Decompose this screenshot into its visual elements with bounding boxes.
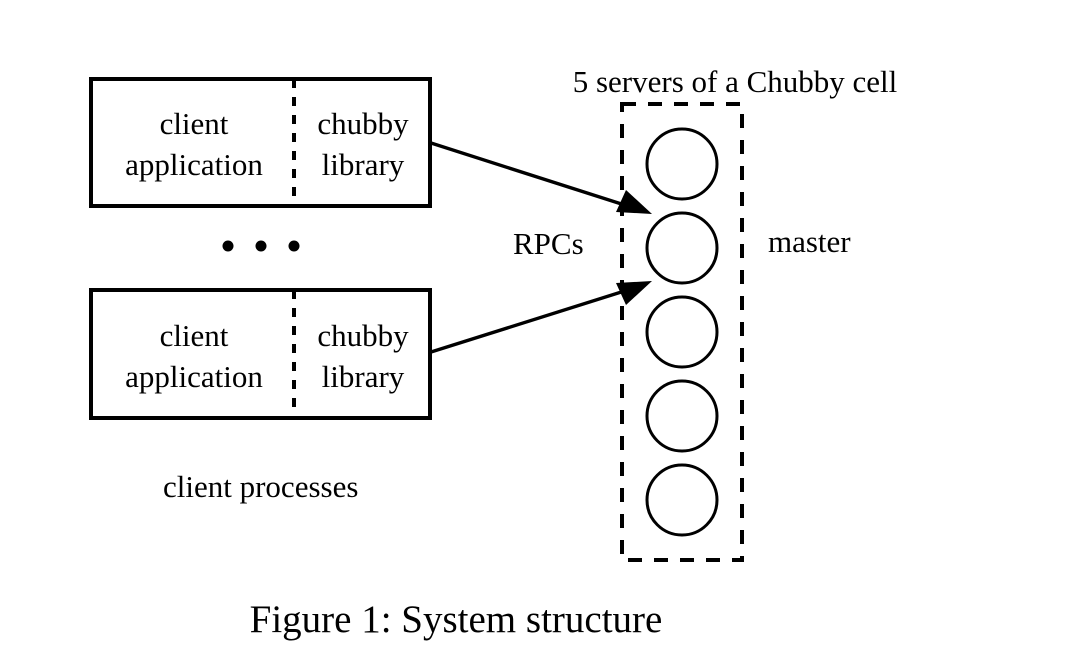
ellipsis-dot-3 [288, 240, 300, 252]
ellipsis-dot-1 [222, 240, 234, 252]
chubby-cell-title: 5 servers of a Chubby cell [573, 64, 898, 99]
client-application-label-line1: client [160, 106, 229, 141]
chubby-library-label-line2: library [322, 147, 405, 182]
server-circle-5 [645, 463, 719, 537]
figure-caption: Figure 1: System structure [250, 598, 663, 641]
client-application-label-line2-b: application [125, 359, 263, 394]
client-process-box-1-outline [89, 77, 432, 208]
ellipsis-dot-2 [255, 240, 267, 252]
chubby-library-label-line1-b: chubby [317, 318, 409, 353]
rpc-arrow-upper-shaft [430, 141, 635, 210]
client-process-box-2: client application chubby library [89, 288, 432, 420]
server-circle-4 [645, 379, 719, 453]
server-circle-1 [645, 127, 719, 201]
master-label: master [768, 224, 851, 259]
chubby-cell-boundary [620, 102, 744, 562]
server-circle-3 [645, 295, 719, 369]
server-circle-2-master [645, 211, 719, 285]
client-application-label-line2: application [125, 147, 263, 182]
client-process-box-1: client application chubby library [89, 77, 432, 208]
rpcs-label: RPCs [513, 226, 584, 261]
rpc-arrow-lower-shaft [430, 286, 635, 354]
client-process-box-2-outline [89, 288, 432, 420]
client-processes-group-label: client processes [163, 469, 358, 504]
rpc-arrow-upper [430, 141, 652, 214]
chubby-library-label-line2-b: library [322, 359, 405, 394]
rpc-arrow-upper-head [616, 190, 652, 214]
rpc-arrow-lower [430, 281, 652, 354]
rpc-arrow-lower-head [616, 281, 652, 305]
client-application-label-line1-b: client [160, 318, 229, 353]
chubby-library-label-line1: chubby [317, 106, 409, 141]
client-process-ellipsis [222, 240, 300, 252]
